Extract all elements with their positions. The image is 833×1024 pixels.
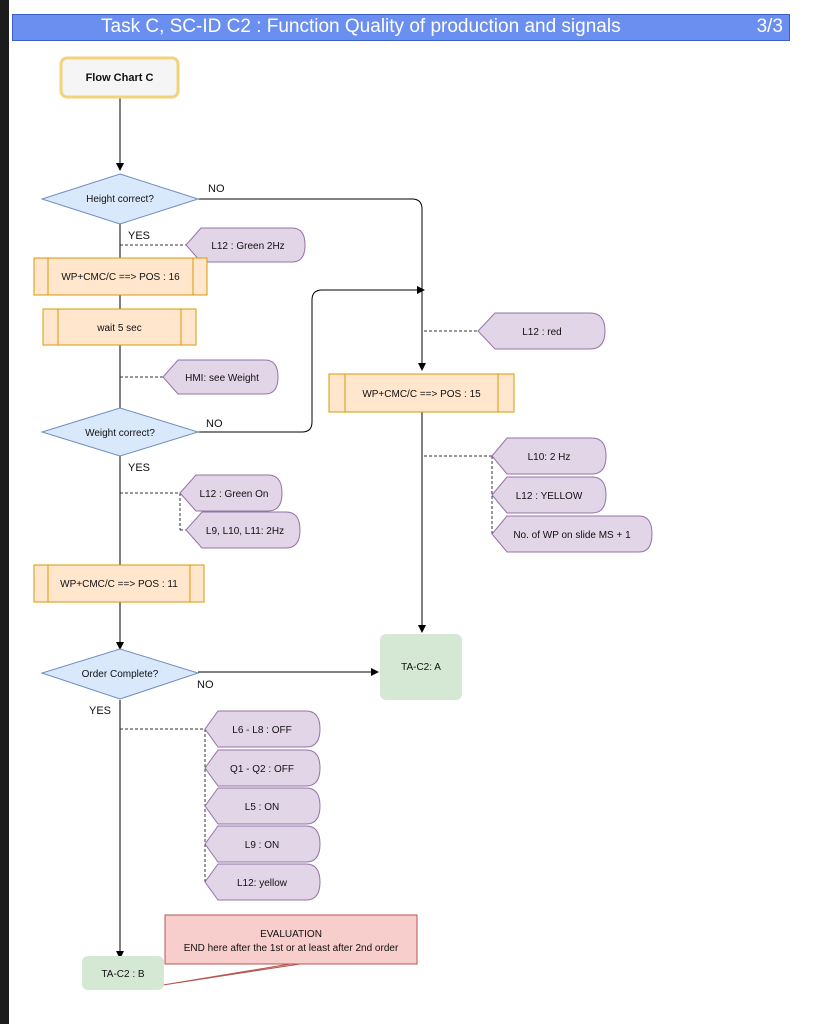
page-number: 3/3	[756, 16, 783, 37]
edge-label-weight-yes: YES	[128, 462, 150, 474]
display-l5-on-label: L5 : ON	[245, 802, 279, 813]
display-l6-l8-off: L6 - L8 : OFF	[204, 710, 321, 748]
display-l12-red-label: L12 : red	[522, 327, 561, 338]
decision-order-label: Order Complete?	[82, 669, 159, 680]
display-hmi-weight-label: HMI: see Weight	[185, 373, 259, 384]
display-l12-green-2hz: L12 : Green 2Hz	[185, 227, 306, 263]
display-hmi-weight: HMI: see Weight	[162, 359, 279, 395]
display-l12-yellow-upper: L12 : YELLOW	[491, 476, 607, 514]
decision-weight: Weight correct?	[40, 407, 200, 457]
terminal-ta-c2-b: TA-C2 : B	[82, 956, 164, 990]
process-pos-11: WP+CMC/C ==> POS : 11	[33, 564, 205, 603]
display-wp-slide: No. of WP on slide MS + 1	[491, 515, 653, 553]
left-border-bar	[0, 0, 9, 1024]
process-wait-5-sec: wait 5 sec	[42, 308, 197, 346]
evaluation-text: END here after the 1st or at least after…	[184, 943, 399, 954]
edge-label-order-yes: YES	[89, 705, 111, 717]
edge-label-height-yes: YES	[128, 230, 150, 242]
terminal-ta-c2-b-label: TA-C2 : B	[101, 969, 144, 980]
display-l12-yellow-lower: L12: yellow	[204, 863, 321, 901]
display-l9-on-label: L9 : ON	[245, 840, 279, 851]
edge-weight-no	[198, 286, 425, 433]
display-l12-yellow-upper-label: L12 : YELLOW	[516, 491, 583, 502]
display-l9-l10-l11: L9, L10, L11: 2Hz	[185, 511, 301, 549]
display-l12-yellow-lower-label: L12: yellow	[237, 878, 288, 889]
display-l12-green-2hz-label: L12 : Green 2Hz	[211, 241, 284, 252]
start-node: Flow Chart C	[59, 56, 180, 99]
display-l9-l10-l11-label: L9, L10, L11: 2Hz	[206, 526, 284, 537]
process-pos-11-label: WP+CMC/C ==> POS : 11	[60, 579, 178, 590]
terminal-ta-c2-a-label: TA-C2: A	[401, 662, 441, 673]
decision-height: Height correct?	[40, 173, 200, 225]
display-l12-green-on-label: L12 : Green On	[200, 489, 269, 500]
evaluation-title: EVALUATION	[260, 929, 322, 940]
display-l6-l8-off-label: L6 - L8 : OFF	[232, 725, 291, 736]
edge-label-order-no: NO	[197, 679, 214, 691]
process-pos-15-label: WP+CMC/C ==> POS : 15	[362, 389, 481, 400]
display-wp-slide-label: No. of WP on slide MS + 1	[513, 530, 631, 541]
process-pos-16-label: WP+CMC/C ==> POS : 16	[61, 272, 180, 283]
edge-height-no	[198, 198, 426, 371]
header-banner: Task C, SC-ID C2 : Function Quality of p…	[12, 14, 790, 41]
display-l9-on: L9 : ON	[204, 825, 321, 863]
evaluation-note: EVALUATION END here after the 1st or at …	[162, 914, 418, 986]
display-l12-red: L12 : red	[477, 312, 606, 350]
edge-label-height-no: NO	[208, 183, 225, 195]
decision-weight-label: Weight correct?	[85, 428, 155, 439]
process-pos-15: WP+CMC/C ==> POS : 15	[328, 373, 515, 413]
display-q1-q2-off-label: Q1 - Q2 : OFF	[230, 764, 294, 775]
process-wait-label: wait 5 sec	[96, 323, 141, 334]
edges	[116, 97, 426, 959]
display-l5-on: L5 : ON	[204, 787, 321, 825]
process-pos-16: WP+CMC/C ==> POS : 16	[33, 257, 208, 296]
display-l10-2hz: L10: 2 Hz	[491, 437, 607, 475]
decision-order-complete: Order Complete?	[40, 648, 200, 700]
page-title: Task C, SC-ID C2 : Function Quality of p…	[101, 16, 621, 37]
terminal-ta-c2-a: TA-C2: A	[380, 634, 462, 700]
decision-height-label: Height correct?	[86, 194, 154, 205]
display-l12-green-on: L12 : Green On	[179, 474, 283, 512]
display-q1-q2-off: Q1 - Q2 : OFF	[204, 749, 321, 787]
edge-label-weight-no: NO	[206, 418, 223, 430]
display-l10-2hz-label: L10: 2 Hz	[528, 452, 571, 463]
start-label: Flow Chart C	[86, 72, 154, 84]
